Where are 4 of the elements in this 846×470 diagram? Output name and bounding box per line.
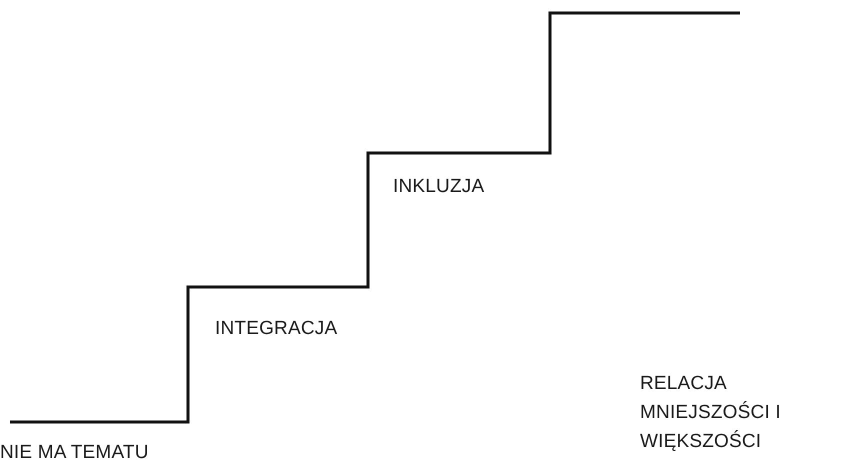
step-label: NIE MA TEMATU [0,441,150,465]
step-label: INKLUZJA [393,175,486,199]
step-label: INTEGRACJA [215,317,338,341]
step-label: RELACJA MNIEJSZOŚCI I WIĘKSZOŚCI [640,372,782,454]
